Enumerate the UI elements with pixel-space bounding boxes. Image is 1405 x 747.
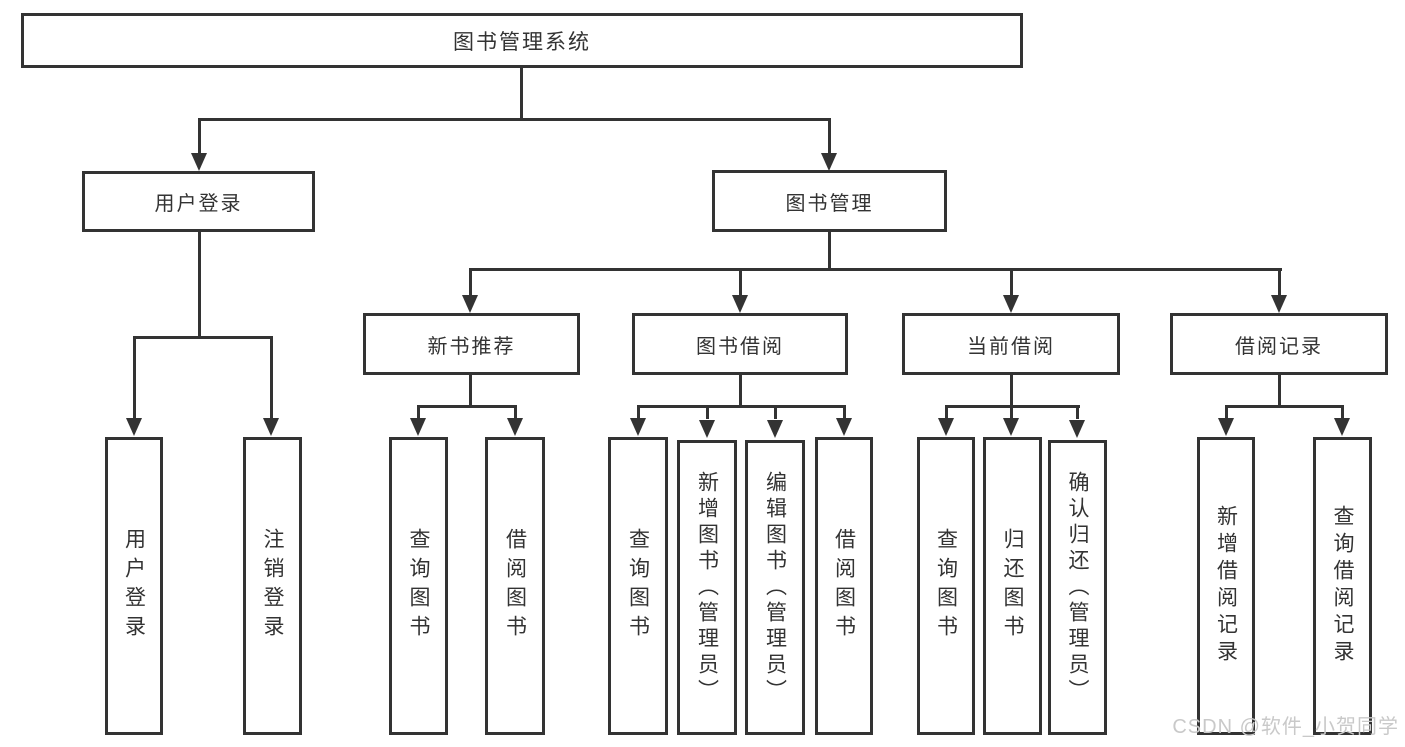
arrow-down-icon <box>462 295 478 313</box>
leaf-label: 查询图书 <box>934 528 958 644</box>
connector-line <box>198 118 831 121</box>
arrow-down-icon <box>1334 418 1350 436</box>
connector-line <box>843 405 846 419</box>
connector-line <box>1278 375 1281 408</box>
connector-line <box>1341 405 1344 419</box>
node-current-borrowing: 当前借阅 <box>902 313 1120 375</box>
connector-line <box>637 405 846 408</box>
node-borrow-records: 借阅记录 <box>1170 313 1388 375</box>
connector-line <box>417 405 420 419</box>
connector-line <box>739 268 742 296</box>
arrow-down-icon <box>1218 418 1234 436</box>
connector-line <box>945 405 948 419</box>
connector-line <box>270 336 273 419</box>
arrow-down-icon <box>1271 295 1287 313</box>
arrow-down-icon <box>821 153 837 171</box>
leaf-query-books-recommend: 查询图书 <box>389 437 448 735</box>
connector-line <box>469 268 472 296</box>
arrow-down-icon <box>263 418 279 436</box>
leaf-edit-book-admin: 编辑图书（管理员） <box>745 440 805 735</box>
leaf-add-borrow-record: 新增借阅记录 <box>1197 437 1255 735</box>
node-book-borrowing: 图书借阅 <box>632 313 848 375</box>
node-user-login: 用户登录 <box>82 171 315 232</box>
arrow-down-icon <box>630 418 646 436</box>
node-book-management: 图书管理 <box>712 170 947 232</box>
connector-line <box>739 375 742 408</box>
connector-line <box>1010 405 1013 419</box>
leaf-label: 借阅图书 <box>503 528 527 644</box>
csdn-watermark: CSDN @软件_小贺同学 <box>1172 716 1399 738</box>
connector-line <box>828 118 831 154</box>
leaf-label: 查询图书 <box>626 528 650 644</box>
leaf-logout: 注销登录 <box>243 437 302 735</box>
arrow-down-icon <box>732 295 748 313</box>
leaf-label: 编辑图书（管理员） <box>763 470 787 705</box>
leaf-label: 用户登录 <box>122 528 146 644</box>
leaf-user-login: 用户登录 <box>105 437 163 735</box>
leaf-label: 查询借阅记录 <box>1331 505 1354 667</box>
arrow-down-icon <box>836 418 852 436</box>
arrow-down-icon <box>699 420 715 438</box>
connector-line <box>520 68 523 118</box>
connector-line <box>1076 405 1079 419</box>
connector-line <box>198 118 201 154</box>
connector-line <box>133 336 136 419</box>
leaf-label: 新增图书（管理员） <box>695 470 719 705</box>
leaf-borrow-books: 借阅图书 <box>815 437 873 735</box>
arrow-down-icon <box>938 418 954 436</box>
arrow-down-icon <box>191 153 207 171</box>
connector-line <box>1010 268 1013 296</box>
arrow-down-icon <box>1003 418 1019 436</box>
leaf-label: 查询图书 <box>407 528 430 644</box>
leaf-add-book-admin: 新增图书（管理员） <box>677 440 737 735</box>
leaf-label: 确认归还（管理员） <box>1066 470 1089 705</box>
connector-line <box>1278 268 1281 296</box>
connector-line <box>637 405 640 419</box>
leaf-query-borrow-record: 查询借阅记录 <box>1313 437 1372 735</box>
node-new-book-recommend: 新书推荐 <box>363 313 580 375</box>
arrow-down-icon <box>126 418 142 436</box>
arrow-down-icon <box>507 418 523 436</box>
arrow-down-icon <box>410 418 426 436</box>
connector-line <box>828 232 831 270</box>
arrow-down-icon <box>1069 420 1085 438</box>
leaf-label: 注销登录 <box>261 528 284 644</box>
leaf-query-books-borrowing: 查询图书 <box>608 437 668 735</box>
connector-line <box>417 405 517 408</box>
connector-line <box>198 232 201 336</box>
leaf-return-books: 归还图书 <box>983 437 1042 735</box>
node-library-system: 图书管理系统 <box>21 13 1023 68</box>
arrow-down-icon <box>767 420 783 438</box>
connector-line <box>1225 405 1228 419</box>
leaf-borrow-books-recommend: 借阅图书 <box>485 437 545 735</box>
connector-line <box>514 405 517 419</box>
connector-line <box>469 375 472 408</box>
connector-line <box>133 336 273 339</box>
leaf-confirm-return-admin: 确认归还（管理员） <box>1048 440 1107 735</box>
leaf-label: 归还图书 <box>1001 528 1024 644</box>
leaf-label: 新增借阅记录 <box>1214 505 1238 667</box>
connector-line <box>706 405 709 419</box>
leaf-query-books-current: 查询图书 <box>917 437 975 735</box>
arrow-down-icon <box>1003 295 1019 313</box>
connector-line <box>1010 375 1013 408</box>
connector-line <box>774 405 777 419</box>
connector-line <box>1225 405 1344 408</box>
connector-line <box>469 268 1282 271</box>
leaf-label: 借阅图书 <box>832 528 856 644</box>
